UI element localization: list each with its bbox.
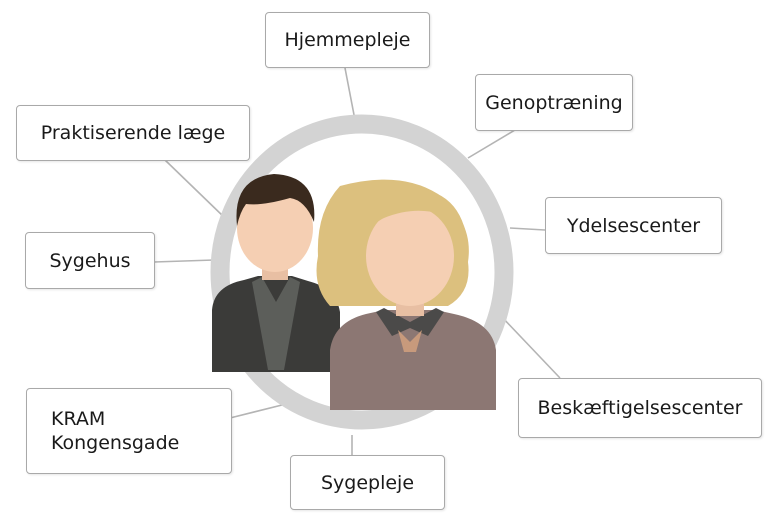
node-kram-line1: KRAM xyxy=(51,408,106,430)
node-sygehus-label: Sygehus xyxy=(49,249,131,272)
connector-kram xyxy=(229,404,283,419)
connector-sygehus xyxy=(153,259,215,263)
node-praktiserende-laege-label: Praktiserende læge xyxy=(40,122,226,144)
node-kram-line2: Kongensgade xyxy=(51,432,180,454)
connector-lines xyxy=(153,67,561,455)
connector-genoptraening xyxy=(467,129,516,159)
node-beskaeftigelsescenter: Beskæftigelsescenter xyxy=(518,378,762,438)
connector-hjemmepleje xyxy=(344,67,356,121)
node-kram-kongensgade: KRAM Kongensgade xyxy=(26,388,232,474)
woman-user-icon xyxy=(316,179,496,410)
connector-ydelsescenter xyxy=(509,227,546,231)
node-ydelsescenter: Ydelsescenter xyxy=(545,197,722,254)
man-user-icon xyxy=(212,174,340,372)
node-sygepleje-label: Sygepleje xyxy=(320,471,415,494)
node-hjemmepleje-label: Hjemmepleje xyxy=(284,29,411,51)
node-sygehus: Sygehus xyxy=(25,232,155,289)
node-ydelsescenter-label: Ydelsescenter xyxy=(566,214,701,237)
node-beskaeftigelsescenter-label: Beskæftigelsescenter xyxy=(537,397,743,419)
connector-beskaeftigelsescenter xyxy=(499,314,561,379)
node-hjemmepleje: Hjemmepleje xyxy=(265,12,430,68)
node-praktiserende-laege: Praktiserende læge xyxy=(16,105,250,161)
connector-praktiserende-laege xyxy=(164,159,226,219)
node-genoptraening-label: Genoptræning xyxy=(485,91,623,114)
node-sygepleje: Sygepleje xyxy=(290,455,445,510)
network-ring xyxy=(210,114,514,430)
node-genoptraening: Genoptræning xyxy=(475,74,633,131)
